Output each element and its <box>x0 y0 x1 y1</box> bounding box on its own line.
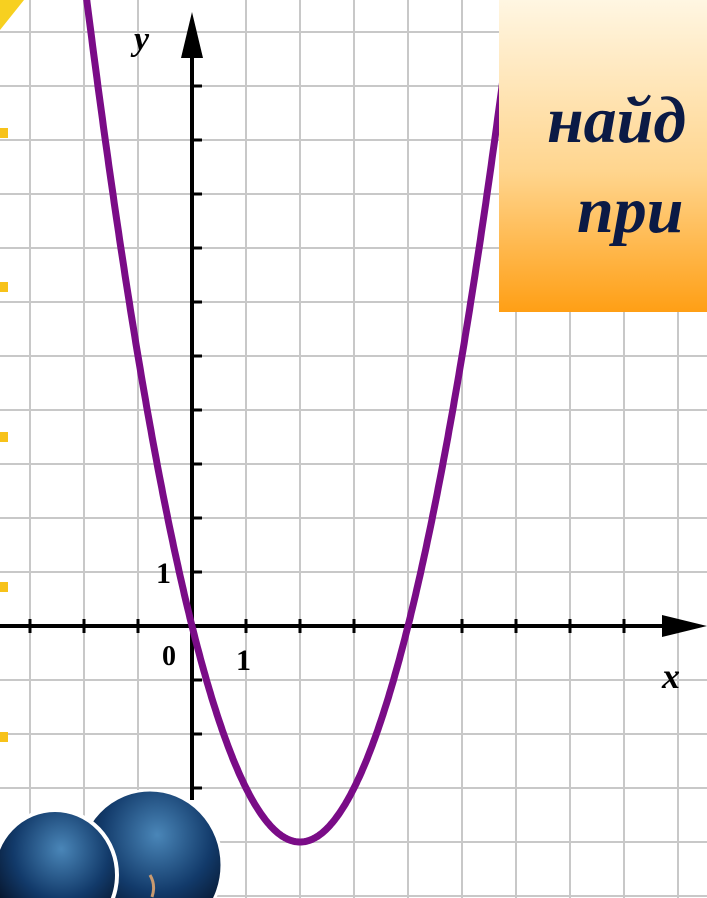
x-tick-label: 1 <box>236 644 251 677</box>
task-note-line-2: при <box>577 174 684 247</box>
task-note-box: найд при <box>499 0 707 312</box>
decorative-bubbles <box>0 790 240 898</box>
edge-marker <box>0 432 8 442</box>
edge-marker <box>0 732 8 742</box>
x-axis-arrow <box>662 615 707 637</box>
edge-marker <box>0 128 8 138</box>
edge-marker <box>0 282 8 292</box>
curve-layer <box>83 0 517 846</box>
x-axis-label: x <box>661 656 680 696</box>
origin-label: 0 <box>162 641 176 672</box>
task-note-line-1: найд <box>547 84 687 157</box>
corner-decoration <box>0 0 24 30</box>
y-axis-arrow <box>181 12 203 58</box>
edge-marker <box>0 582 8 592</box>
y-axis-label: y <box>130 21 150 58</box>
bubble-highlight <box>148 874 156 898</box>
bubble-shape <box>0 808 119 898</box>
axis-labels: 0 1 1 x y <box>130 21 680 696</box>
y-tick-label: 1 <box>156 557 171 590</box>
bubbles-illustration <box>0 790 224 898</box>
